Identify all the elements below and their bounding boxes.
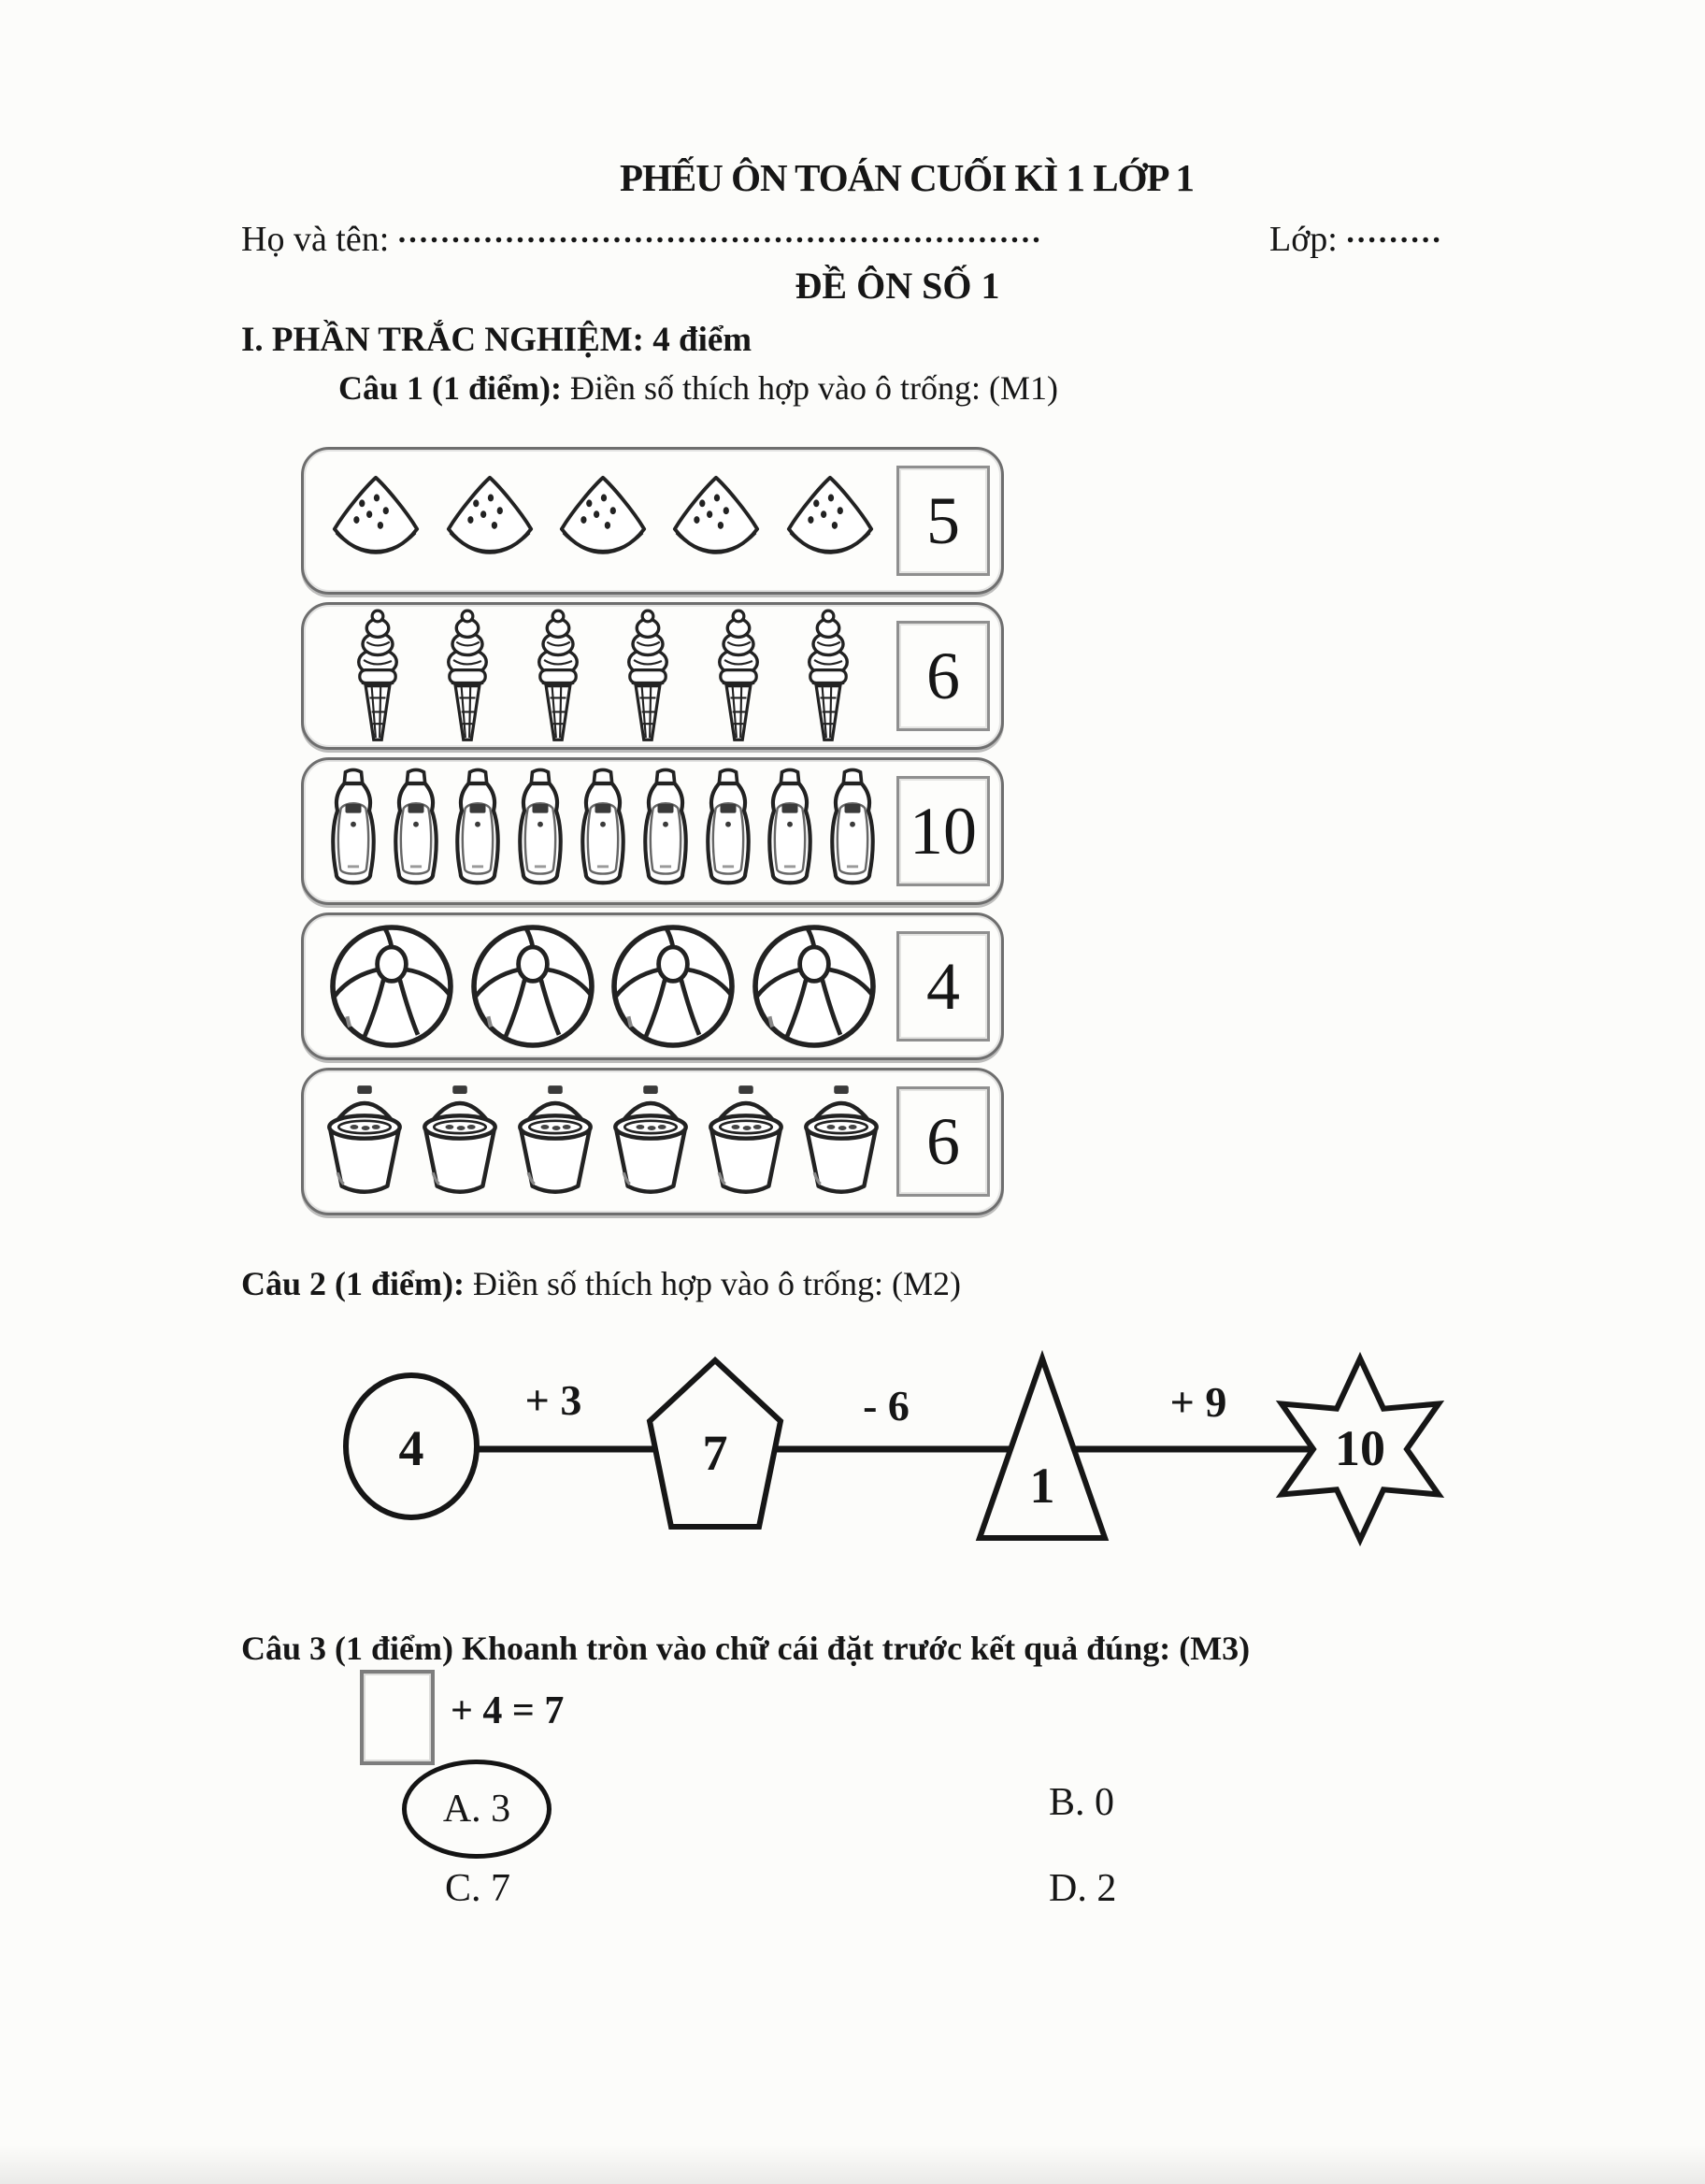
operation-3: + 9 xyxy=(1170,1378,1227,1426)
pentagon-shape xyxy=(646,1356,784,1530)
class-dotted-blank: ......... xyxy=(1346,215,1443,250)
watermelon-icons xyxy=(317,450,889,592)
bucket-icon xyxy=(603,1083,698,1200)
name-dotted-blank: ........................................… xyxy=(397,215,1041,250)
bottle-icon xyxy=(514,768,566,895)
bucket-icon xyxy=(508,1083,603,1200)
bottle-icon xyxy=(390,768,442,895)
option-b-label: B. 0 xyxy=(1049,1781,1115,1824)
bucket-icon xyxy=(698,1083,794,1200)
ball-icon xyxy=(749,921,880,1052)
icecream-icon xyxy=(709,608,768,744)
icecream-icons xyxy=(317,605,889,747)
answer-value: 6 xyxy=(926,1104,960,1179)
triangle-shape xyxy=(975,1349,1110,1541)
exam-subtitle: ĐỀ ÔN SỐ 1 xyxy=(795,265,1000,307)
icecream-icon xyxy=(618,608,678,744)
class-label: Lớp: xyxy=(1269,220,1338,259)
question3-label: Câu 3 (1 điểm) Khoanh tròn vào chữ cái đ… xyxy=(241,1629,1250,1668)
bottle-icon xyxy=(577,768,629,895)
shape-chain-diagram: 4 7 1 10 + 3 - 6 + 9 xyxy=(343,1349,1445,1547)
circle-shape xyxy=(343,1372,480,1520)
star-shape xyxy=(1275,1351,1445,1547)
ball-icons xyxy=(317,915,889,1057)
answer-box: 10 xyxy=(896,776,990,886)
option-c-label: C. 7 xyxy=(445,1867,511,1910)
icecream-icon xyxy=(348,608,408,744)
answer-value: 4 xyxy=(926,949,960,1024)
question3-text: Khoanh tròn vào chữ cái đặt trước kết qu… xyxy=(453,1630,1251,1667)
operation-2: - 6 xyxy=(863,1382,910,1430)
answer-box: 4 xyxy=(896,931,990,1042)
bottle-icon xyxy=(826,768,879,895)
answer-value: 6 xyxy=(926,639,960,713)
icecream-icon xyxy=(528,608,588,744)
count-row-bottles: 10 xyxy=(301,757,1004,905)
equation-text: + 4 = 7 xyxy=(451,1689,565,1732)
answer-box: 6 xyxy=(896,621,990,731)
watermelon-icon xyxy=(322,472,430,569)
watermelon-icon xyxy=(436,472,544,569)
ball-icon xyxy=(326,921,457,1052)
bucket-icons xyxy=(317,1070,889,1213)
watermelon-icon xyxy=(776,472,884,569)
ball-icon xyxy=(467,921,598,1052)
question2-text: Điền số thích hợp vào ô trống: (M2) xyxy=(464,1265,961,1302)
circle-value: 4 xyxy=(399,1420,424,1476)
section-heading: I. PHẦN TRẮC NGHIỆM: 4 điểm xyxy=(241,321,752,359)
question3-number: Câu 3 (1 điểm) xyxy=(241,1630,453,1667)
bottle-icon xyxy=(702,768,754,895)
operation-1: + 3 xyxy=(525,1376,582,1424)
bottle-icon xyxy=(639,768,692,895)
option-d-label: D. 2 xyxy=(1049,1867,1117,1910)
answer-box: 5 xyxy=(896,466,990,576)
triangle-value: 1 xyxy=(1030,1458,1055,1514)
icecream-icon xyxy=(798,608,858,744)
option-a-circled: A. 3 xyxy=(402,1760,552,1859)
bucket-icon xyxy=(317,1083,412,1200)
watermelon-icon xyxy=(549,472,657,569)
bottle-icon xyxy=(451,768,504,895)
pentagon-value: 7 xyxy=(703,1425,728,1481)
count-row-icecreams: 6 xyxy=(301,602,1004,750)
ball-icon xyxy=(608,921,738,1052)
question1-text: Điền số thích hợp vào ô trống: (M1) xyxy=(561,369,1058,407)
answer-box: 6 xyxy=(896,1086,990,1197)
question2-label: Câu 2 (1 điểm): Điền số thích hợp vào ô … xyxy=(241,1264,961,1303)
question2-number: Câu 2 (1 điểm): xyxy=(241,1265,465,1302)
class-line: Lớp: ......... xyxy=(1269,215,1443,260)
count-row-buckets: 6 xyxy=(301,1068,1004,1215)
bottle-icon xyxy=(327,768,380,895)
name-line: Họ và tên: .............................… xyxy=(241,215,1041,260)
star-value: 10 xyxy=(1335,1420,1385,1476)
page-title: PHẾU ÔN TOÁN CUỐI KÌ 1 LỚP 1 xyxy=(619,156,1195,199)
bottle-icons xyxy=(317,760,889,902)
equation-blank-box xyxy=(360,1670,435,1765)
bottle-icon xyxy=(764,768,816,895)
answer-value: 5 xyxy=(926,483,960,558)
question1-label: Câu 1 (1 điểm): Điền số thích hợp vào ô … xyxy=(338,368,1058,408)
answer-value: 10 xyxy=(910,794,977,869)
counting-rows: 5 6 10 4 6 xyxy=(301,447,1004,1215)
question1-number: Câu 1 (1 điểm): xyxy=(338,369,562,407)
count-row-watermelons: 5 xyxy=(301,447,1004,595)
bucket-icon xyxy=(794,1083,889,1200)
icecream-icon xyxy=(437,608,497,744)
watermelon-icon xyxy=(662,472,770,569)
name-label: Họ và tên: xyxy=(241,220,390,259)
count-row-balls: 4 xyxy=(301,912,1004,1060)
bucket-icon xyxy=(412,1083,508,1200)
option-a-label: A. 3 xyxy=(442,1788,511,1831)
